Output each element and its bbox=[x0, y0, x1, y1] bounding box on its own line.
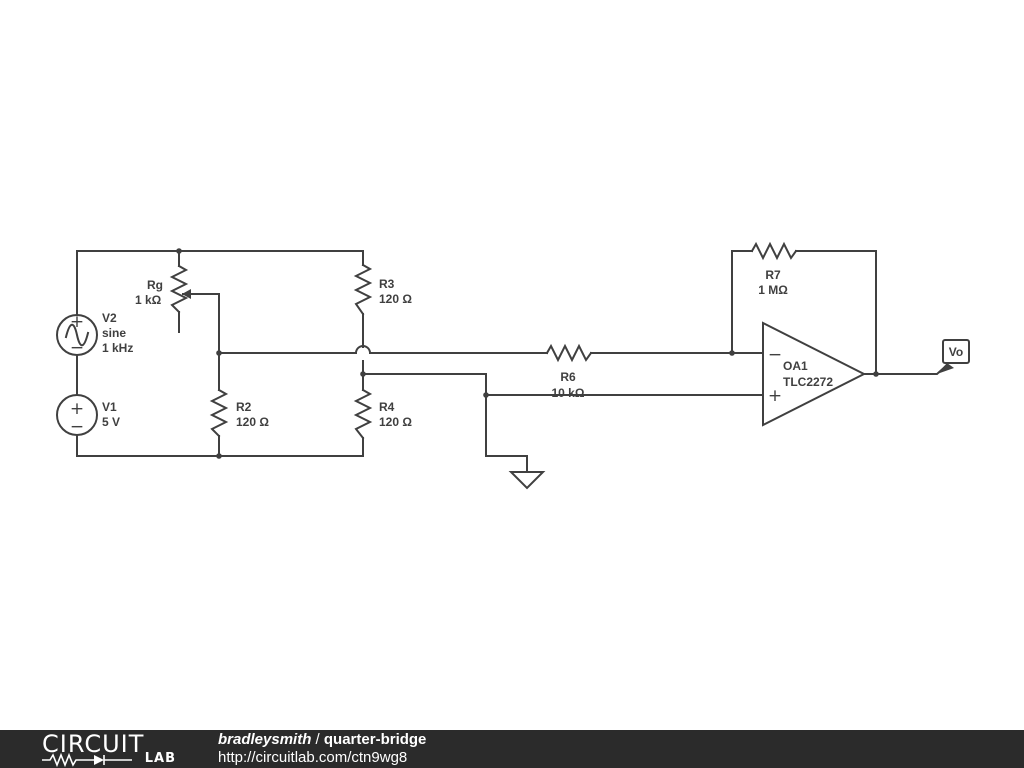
rg-label-value: 1 kΩ bbox=[135, 293, 162, 307]
opamp-noninverting-sign: + bbox=[768, 386, 782, 406]
ground-symbol bbox=[508, 471, 546, 490]
wires bbox=[76, 250, 949, 473]
net-flag-icon bbox=[937, 363, 954, 374]
v2-label-name: V2 bbox=[102, 311, 117, 325]
junction-dot bbox=[483, 392, 489, 398]
r6-label-name: R6 bbox=[560, 370, 576, 384]
r2-zigzag bbox=[209, 388, 229, 438]
r2-label-name: R2 bbox=[236, 400, 252, 414]
junction-dot bbox=[873, 371, 879, 377]
r4-zigzag bbox=[353, 388, 373, 440]
r3-zigzag bbox=[353, 263, 373, 316]
resistor-r6[interactable]: R6 10 kΩ bbox=[545, 343, 593, 400]
r6-zigzag bbox=[545, 343, 593, 363]
v1-symbol bbox=[56, 394, 98, 436]
junctions bbox=[176, 248, 879, 459]
v1-label-value: 5 V bbox=[102, 415, 120, 429]
resistor-r4[interactable]: R4 120 Ω bbox=[353, 388, 412, 440]
author-name[interactable]: bradleysmith bbox=[218, 731, 312, 748]
junction-dot bbox=[216, 350, 222, 356]
r4-label-value: 120 Ω bbox=[379, 415, 412, 429]
oa1-label-name: OA1 bbox=[783, 359, 808, 373]
wiper-arrow-icon bbox=[182, 289, 191, 299]
junction-dot bbox=[176, 248, 182, 254]
r3-label-name: R3 bbox=[379, 277, 395, 291]
circuit-title[interactable]: quarter-bridge bbox=[323, 731, 427, 748]
r7-label-value: 1 MΩ bbox=[758, 283, 788, 297]
v1-minus-sign: − bbox=[70, 417, 84, 437]
junction-dot bbox=[360, 371, 366, 377]
source-v2[interactable]: + − V2 sine 1 kHz bbox=[56, 311, 133, 358]
sine-wave-icon bbox=[64, 323, 90, 347]
r3-label-value: 120 Ω bbox=[379, 292, 412, 306]
vo-label-text: Vo bbox=[949, 345, 963, 359]
ground-icon bbox=[508, 471, 546, 490]
v2-label-type: sine bbox=[102, 326, 126, 340]
logo-text-bottom: LAB bbox=[144, 751, 176, 766]
rg-zigzag bbox=[169, 264, 189, 314]
v2-label-frequency: 1 kHz bbox=[102, 341, 133, 355]
opamp-triangle bbox=[762, 321, 867, 427]
output-net-label[interactable]: Vo bbox=[937, 339, 970, 374]
oa1-label-part: TLC2272 bbox=[783, 375, 833, 389]
credits: bradleysmith / quarter-bridge http://cir… bbox=[218, 731, 426, 767]
r7-label-name: R7 bbox=[765, 268, 781, 282]
r2-label-value: 120 Ω bbox=[236, 415, 269, 429]
v2-minus-sign: − bbox=[70, 338, 84, 358]
r7-zigzag bbox=[750, 241, 798, 261]
junction-dot bbox=[729, 350, 735, 356]
opamp-oa1[interactable]: − + OA1 TLC2272 bbox=[762, 321, 867, 427]
v1-label-name: V1 bbox=[102, 400, 117, 414]
credit-line: bradleysmith / quarter-bridge bbox=[218, 731, 426, 749]
opamp-inverting-sign: − bbox=[768, 345, 782, 365]
r4-label-name: R4 bbox=[379, 400, 395, 414]
junction-dot bbox=[216, 453, 222, 459]
resistor-r3[interactable]: R3 120 Ω bbox=[353, 263, 412, 316]
logo-text-top: CIRCUIT bbox=[42, 730, 145, 758]
rg-label-name: Rg bbox=[147, 278, 163, 292]
credit-separator: / bbox=[311, 731, 324, 748]
potentiometer-rg[interactable]: Rg 1 kΩ bbox=[135, 264, 191, 314]
r6-label-value: 10 kΩ bbox=[552, 386, 585, 400]
v2-plus-sign: + bbox=[70, 312, 84, 332]
logo-resistor-diode-icon bbox=[42, 753, 132, 767]
circuit-url-link[interactable]: http://circuitlab.com/ctn9wg8 bbox=[218, 749, 408, 766]
source-v1[interactable]: + − V1 5 V bbox=[56, 394, 120, 437]
resistor-r7[interactable]: R7 1 MΩ bbox=[750, 241, 798, 297]
footer-bar: CIRCUIT LAB bradleysmith / quarter-bridg… bbox=[0, 730, 1024, 768]
v2-symbol bbox=[56, 314, 98, 356]
v1-plus-sign: + bbox=[70, 399, 84, 419]
resistor-r2[interactable]: R2 120 Ω bbox=[209, 388, 269, 438]
circuit-schematic: + − V2 sine 1 kHz + − V1 5 V Rg 1 kΩ R2 … bbox=[56, 241, 970, 490]
vo-label-box bbox=[942, 339, 970, 364]
circuitlab-logo[interactable]: CIRCUIT LAB bbox=[42, 731, 176, 768]
